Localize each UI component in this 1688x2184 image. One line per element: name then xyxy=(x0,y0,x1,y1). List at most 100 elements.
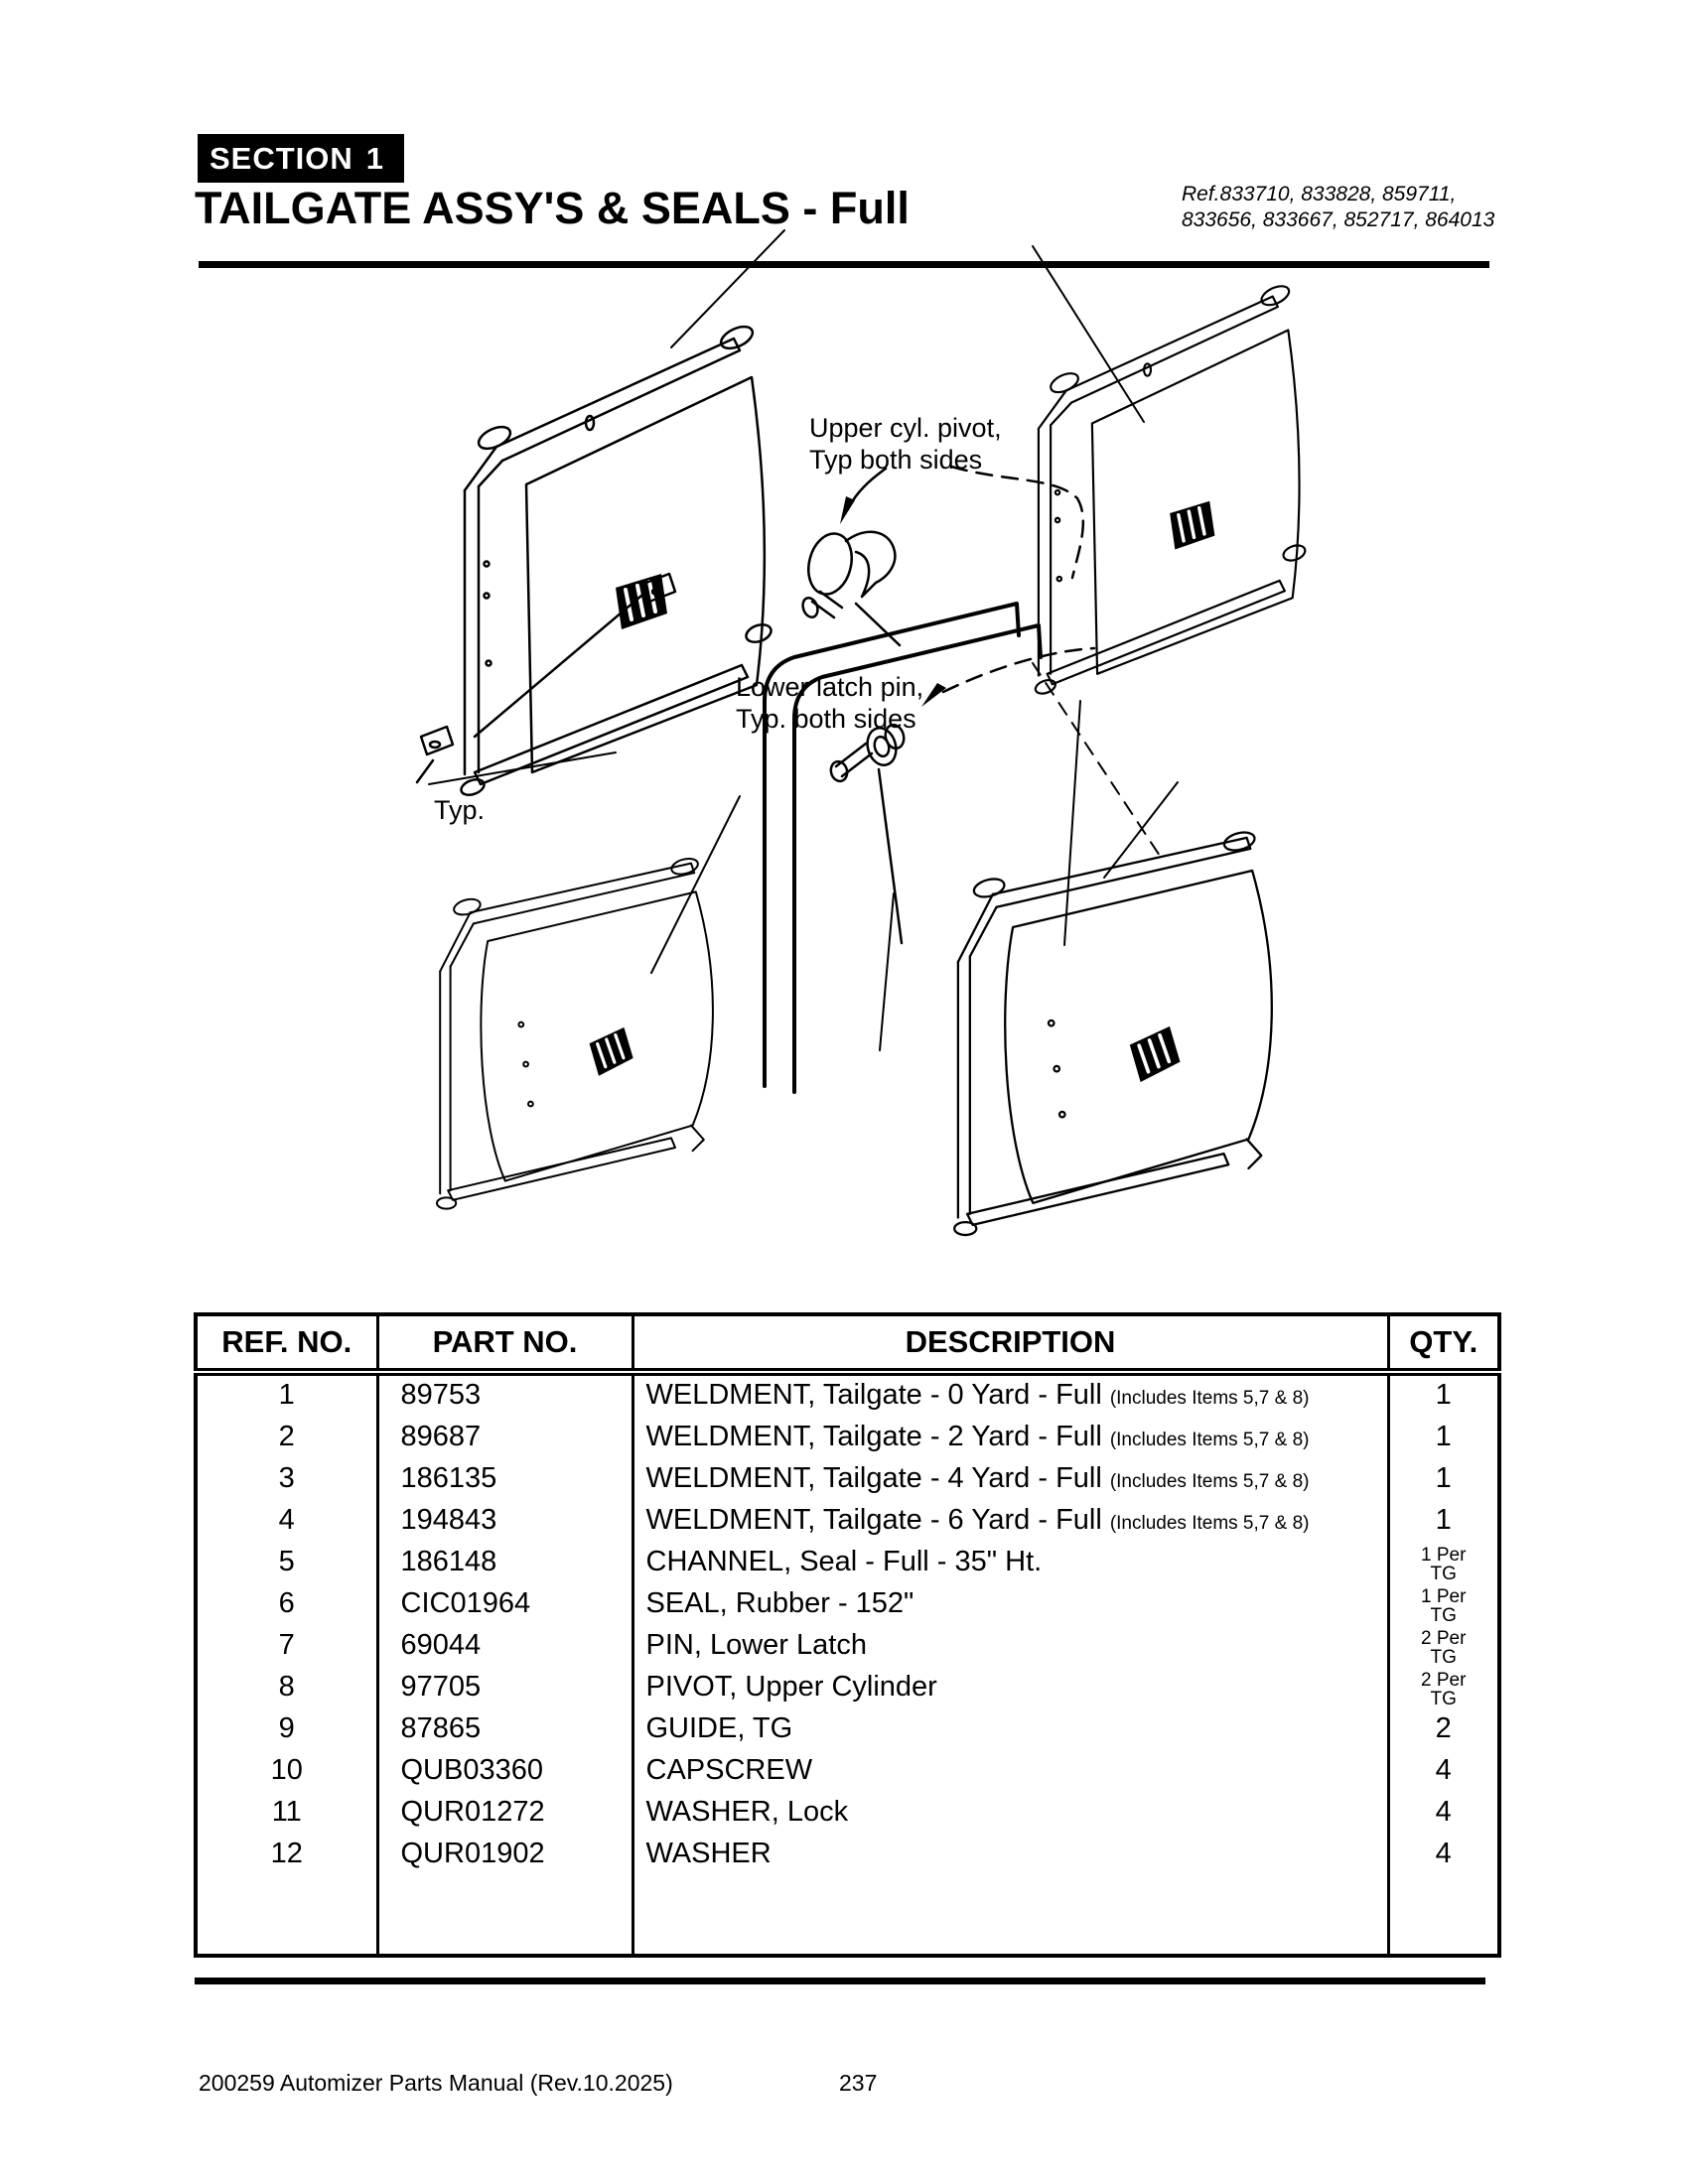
description-text: PIN, Lower Latch xyxy=(645,1629,867,1661)
description-cell: WELDMENT, Tailgate - 2 Yard - Full (Inclu… xyxy=(631,1418,1388,1459)
upper-pivot-callout-arrow xyxy=(840,465,1085,580)
qty-cell: 4 xyxy=(1386,1793,1499,1835)
description-text: WASHER, Lock xyxy=(645,1796,849,1828)
qty-cell: 4 xyxy=(1386,1751,1499,1793)
lower-latch-callout-line-2: Typ. both sides xyxy=(736,704,916,734)
table-row: 2 89687 WELDMENT, Tailgate - 2 Yard - Fu… xyxy=(196,1418,1499,1459)
part-no-cell: 186148 xyxy=(375,1543,633,1584)
description-note: (Includes Items 5,7 & 8) xyxy=(1109,1388,1310,1409)
table-row: 10 QUB03360 CAPSCREW 4 xyxy=(196,1751,1499,1793)
part-no-cell: 87865 xyxy=(375,1709,633,1751)
description-text: SEAL, Rubber - 152" xyxy=(645,1587,914,1619)
section-number: 1 xyxy=(365,140,384,176)
ref-no-cell: 5 xyxy=(278,1546,295,1577)
description-cell: SEAL, Rubber - 152" xyxy=(631,1584,1388,1626)
part-no-cell: 194843 xyxy=(375,1501,633,1543)
table-row: 11 QUR01272 WASHER, Lock 4 xyxy=(196,1793,1499,1835)
ref-no-cell: 10 xyxy=(270,1754,303,1786)
bottom-divider xyxy=(195,1978,1485,1984)
ref-no-cell: 4 xyxy=(278,1504,295,1536)
description-text: GUIDE, TG xyxy=(645,1712,793,1744)
leader-lines xyxy=(428,229,1179,974)
reference-line-1: Ref.833710, 833828, 859711, xyxy=(1182,183,1457,205)
description-text: WELDMENT, Tailgate - 6 Yard - Full xyxy=(645,1504,1102,1536)
part-no-cell: QUB03360 xyxy=(375,1751,633,1793)
ref-no-cell: 7 xyxy=(278,1629,295,1661)
table-row: 9 87865 GUIDE, TG 2 xyxy=(196,1709,1499,1751)
lower-latch-callout-label: Lower latch pin, Typ. both sides xyxy=(736,671,923,735)
section-badge: SECTION 1 xyxy=(198,134,404,183)
part-no-cell: 89687 xyxy=(375,1418,633,1459)
header-divider xyxy=(199,261,1489,268)
description-cell: CAPSCREW xyxy=(631,1751,1388,1793)
page-title: TAILGATE ASSY'S & SEALS - Full xyxy=(195,183,910,233)
table-row: 1 89753 WELDMENT, Tailgate - 0 Yard - Fu… xyxy=(196,1372,1499,1418)
ref-no-cell: 11 xyxy=(271,1796,302,1828)
table-row: 4 194843 WELDMENT, Tailgate - 6 Yard - F… xyxy=(196,1501,1499,1543)
tailgate-2-yard-drawing xyxy=(1034,282,1307,696)
description-cell: WELDMENT, Tailgate - 0 Yard - Full (Inclu… xyxy=(631,1372,1388,1418)
table-filler-row xyxy=(196,1876,1499,1956)
table-row: 5 186148 CHANNEL, Seal - Full - 35" Ht. … xyxy=(196,1543,1499,1584)
parts-table-body: 1 89753 WELDMENT, Tailgate - 0 Yard - Fu… xyxy=(196,1372,1499,1956)
table-header-row: REF. NO. PART NO. DESCRIPTION QTY. xyxy=(196,1314,1499,1376)
description-cell: PIN, Lower Latch xyxy=(631,1626,1388,1668)
lower-latch-pin-part xyxy=(829,723,906,945)
tailgate-0-yard-drawing xyxy=(459,323,774,798)
lower-latch-callout-line-1: Lower latch pin, xyxy=(736,672,924,702)
description-cell: WASHER, Lock xyxy=(631,1793,1388,1835)
part-no-cell: 186135 xyxy=(375,1459,633,1501)
upper-pivot-callout-line-2: Typ both sides xyxy=(809,445,983,475)
ref-no-cell: 6 xyxy=(278,1587,295,1619)
description-text: WELDMENT, Tailgate - 0 Yard - Full xyxy=(645,1379,1102,1411)
lower-latch-callout-arrow xyxy=(921,646,1096,707)
tailgate-6-yard-drawing xyxy=(954,829,1272,1235)
reference-line-2: 833656, 833667, 852717, 864013 xyxy=(1182,208,1495,231)
description-text: PIVOT, Upper Cylinder xyxy=(645,1671,937,1703)
description-text: WELDMENT, Tailgate - 4 Yard - Full xyxy=(645,1462,1102,1494)
qty-cell: 2 xyxy=(1386,1709,1499,1751)
qty-cell: 4 xyxy=(1386,1835,1499,1876)
col-header-ref-no: REF. NO. xyxy=(196,1314,377,1376)
part-no-cell: 89753 xyxy=(375,1372,633,1418)
part-no-cell: CIC01964 xyxy=(375,1584,633,1626)
upper-cylinder-pivot-part xyxy=(801,530,902,647)
qty-cell: 1 xyxy=(1386,1459,1499,1501)
table-row: 3 186135 WELDMENT, Tailgate - 4 Yard - F… xyxy=(196,1459,1499,1501)
col-header-qty: QTY. xyxy=(1386,1314,1499,1376)
empty-cell xyxy=(1386,1876,1499,1956)
upper-pivot-callout-label: Upper cyl. pivot, Typ both sides xyxy=(809,412,1002,476)
ref-no-cell: 1 xyxy=(278,1379,295,1411)
part-no-cell: 69044 xyxy=(375,1626,633,1668)
description-cell: CHANNEL, Seal - Full - 35" Ht. xyxy=(631,1543,1388,1584)
ref-no-cell: 2 xyxy=(278,1421,295,1452)
description-cell: WELDMENT, Tailgate - 4 Yard - Full (Inclu… xyxy=(631,1459,1388,1501)
empty-cell xyxy=(631,1876,1388,1956)
ref-no-cell: 12 xyxy=(270,1838,303,1869)
description-note: (Includes Items 5,7 & 8) xyxy=(1109,1471,1310,1492)
qty-cell: 1 xyxy=(1386,1501,1499,1543)
qty-cell: 1 xyxy=(1386,1418,1499,1459)
col-header-description: DESCRIPTION xyxy=(631,1314,1388,1376)
footer-page-number: 237 xyxy=(839,2070,878,2096)
ref-no-cell: 9 xyxy=(278,1712,295,1744)
ref-no-cell: 8 xyxy=(278,1671,295,1703)
description-note: (Includes Items 5,7 & 8) xyxy=(1109,1513,1310,1534)
description-note: (Includes Items 5,7 & 8) xyxy=(1109,1430,1310,1450)
part-no-cell: QUR01902 xyxy=(375,1835,633,1876)
description-text: CAPSCREW xyxy=(645,1754,813,1786)
description-text: CHANNEL, Seal - Full - 35" Ht. xyxy=(645,1546,1043,1577)
description-text: WELDMENT, Tailgate - 2 Yard - Full xyxy=(645,1421,1102,1452)
description-cell: WELDMENT, Tailgate - 6 Yard - Full (Inclu… xyxy=(631,1501,1388,1543)
empty-cell xyxy=(196,1876,377,1956)
upper-pivot-callout-line-1: Upper cyl. pivot, xyxy=(809,413,1002,443)
description-cell: PIVOT, Upper Cylinder xyxy=(631,1668,1388,1709)
reference-numbers: Ref.833710, 833828, 859711, 833656, 8336… xyxy=(1182,182,1494,233)
